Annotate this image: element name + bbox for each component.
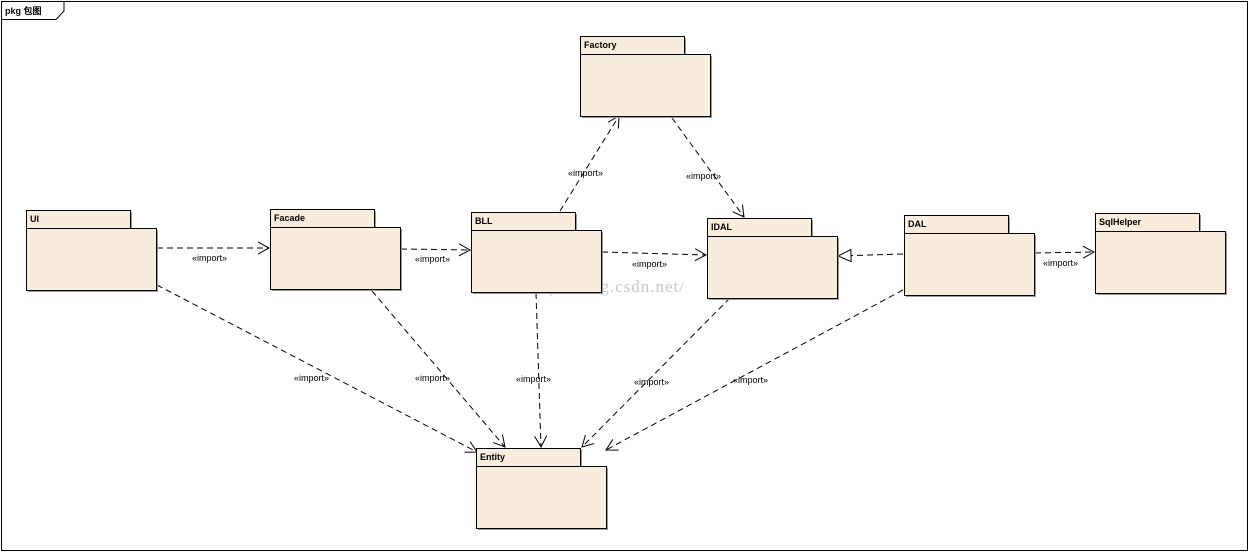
package-facade[interactable]: Facade (270, 209, 403, 292)
dependency-line (156, 284, 478, 453)
dependency-line (535, 292, 542, 448)
package-name: BLL (475, 216, 493, 226)
dependency-stereotype: «import» (632, 259, 667, 269)
package-body (26, 228, 157, 291)
package-name: Factory (584, 40, 617, 50)
dependency-bll-to-entity[interactable]: «import» (516, 292, 551, 449)
dependency-dal-to-entity[interactable]: «import» (605, 289, 904, 451)
dependency-arrowhead (534, 435, 548, 449)
package-entity[interactable]: Entity (476, 448, 609, 531)
dependency-stereotype: «import» (415, 373, 450, 383)
dependency-line (581, 297, 731, 448)
frame-label-tab (1, 1, 65, 20)
package-name: IDAL (711, 222, 732, 232)
dependency-arrowhead (257, 241, 271, 255)
package-bll[interactable]: BLL (471, 212, 604, 295)
dependency-line (671, 117, 745, 218)
dependency-arrowhead (1082, 245, 1096, 259)
dependency-line (559, 115, 620, 212)
dependency-stereotype: «import» (733, 375, 768, 385)
package-body (476, 466, 607, 529)
dependency-arrowhead (732, 204, 745, 218)
dependency-stereotype: «import» (192, 253, 227, 263)
package-tab (26, 210, 131, 229)
dependency-arrowhead (493, 434, 506, 448)
dependency-facade-to-entity[interactable]: «import» (371, 290, 506, 448)
package-name: Entity (480, 452, 505, 462)
dependency-stereotype: «import» (415, 254, 450, 264)
dependency-arrowhead (605, 439, 619, 451)
dependency-stereotype: «import» (516, 374, 551, 384)
dependency-line (400, 248, 471, 251)
dependency-bll-to-idal[interactable]: «import» (601, 248, 708, 269)
dependency-stereotype: «import» (1043, 258, 1078, 268)
package-factory[interactable]: Factory (580, 36, 713, 119)
package-name: UI (30, 214, 39, 224)
package-name: DAL (908, 219, 927, 229)
dependency-dal-to-sqlhelper[interactable]: «import» (1034, 245, 1096, 268)
package-body (270, 227, 401, 290)
package-body (580, 54, 711, 117)
package-idal[interactable]: IDAL (707, 218, 840, 301)
dependency-stereotype: «import» (294, 373, 329, 383)
dependency-edges: «import» «import» «import» «import» «import»… (156, 115, 1096, 453)
package-name: SqlHelper (1099, 217, 1142, 227)
frame-label: pkg 包图 (5, 5, 42, 16)
realization-line (850, 253, 904, 257)
package-ui[interactable]: UI (26, 210, 159, 293)
dependency-stereotype: «import» (634, 377, 669, 387)
dependency-idal-to-entity[interactable]: «import» (581, 297, 731, 448)
realization-triangle (836, 248, 852, 263)
dependency-ui-to-facade[interactable]: «import» (157, 241, 271, 263)
dependency-factory-to-idal[interactable]: «import» (671, 117, 745, 218)
package-dal[interactable]: DAL (904, 215, 1037, 298)
dependency-arrowhead (694, 248, 708, 262)
dependency-facade-to-bll[interactable]: «import» (400, 243, 472, 264)
dependency-stereotype: «import» (568, 168, 603, 178)
dependency-line (605, 289, 904, 451)
dependency-arrowhead (581, 434, 595, 448)
dependency-line (601, 251, 707, 256)
package-name: Facade (274, 213, 305, 223)
realization-dal-to-idal[interactable] (836, 248, 904, 263)
package-body (1095, 231, 1226, 294)
package-sqlhelper[interactable]: SqlHelper (1095, 213, 1228, 296)
dependency-arrowhead (458, 243, 472, 257)
package-body (904, 233, 1035, 296)
dependency-line (371, 290, 506, 448)
package-body (471, 230, 602, 293)
package-body (707, 236, 838, 299)
dependency-stereotype: «import» (686, 171, 721, 181)
